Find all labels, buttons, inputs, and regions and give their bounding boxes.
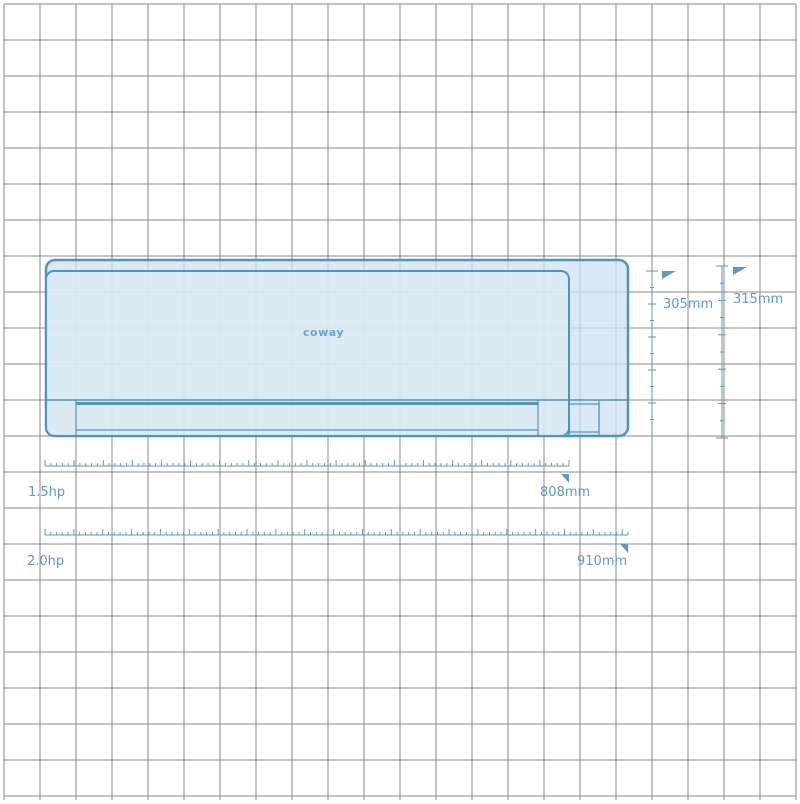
width-2-0hp-value: 910mm	[577, 554, 627, 569]
height-ruler-1-5hp	[646, 270, 658, 437]
louver-vane	[76, 402, 538, 405]
model-2-0hp-label: 2.0hp	[27, 554, 64, 569]
model-1-5hp-label: 1.5hp	[28, 485, 65, 500]
height-1-5hp-value: 305mm	[663, 297, 713, 312]
width-2-0hp-arrow	[620, 544, 628, 553]
height-2-0hp-value: 315mm	[733, 292, 783, 307]
height-2-0hp-arrow	[733, 267, 747, 275]
unit-1-5hp-outline	[45, 270, 628, 437]
width-1-5hp-value: 808mm	[540, 485, 590, 500]
height-ruler-2-0hp	[716, 265, 728, 439]
width-ruler-2-0hp	[44, 529, 629, 536]
brand-logo: coway	[303, 326, 344, 339]
width-1-5hp-arrow	[561, 474, 569, 483]
height-1-5hp-arrow	[662, 271, 676, 279]
width-ruler-1-5hp	[44, 460, 570, 467]
